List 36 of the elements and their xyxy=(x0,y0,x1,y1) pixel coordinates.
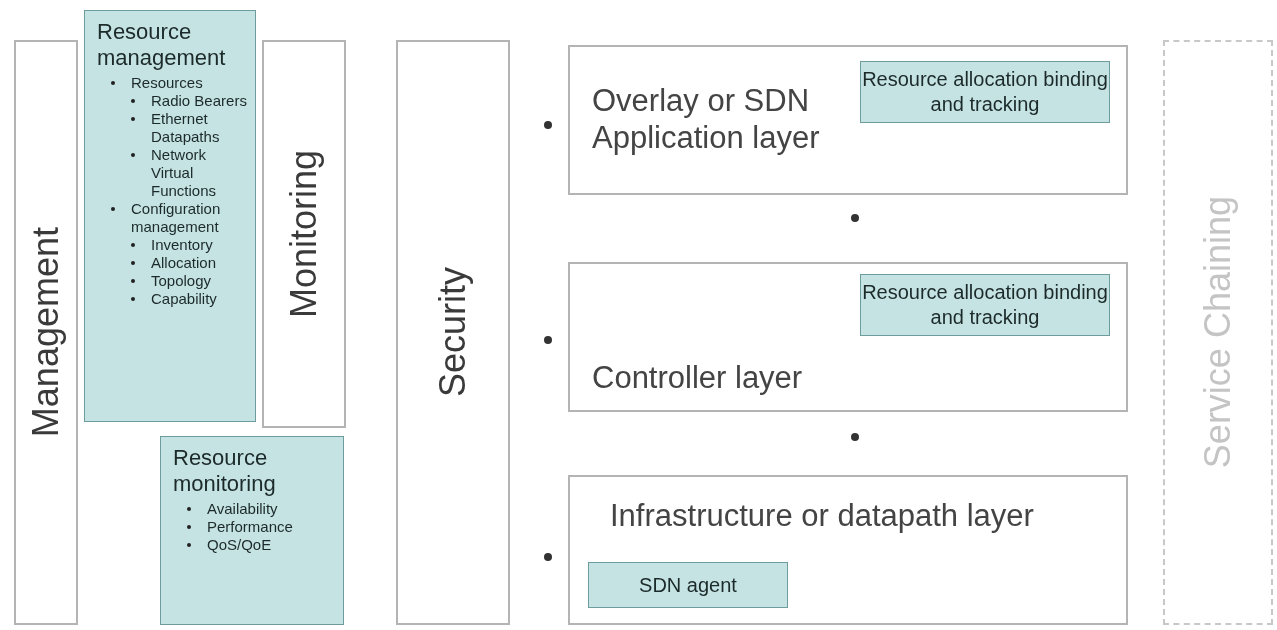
process-box xyxy=(860,274,1110,336)
list-item: Capability xyxy=(97,289,249,308)
info-box xyxy=(84,10,256,422)
column-box xyxy=(396,40,510,625)
info-box xyxy=(160,436,344,625)
column-box xyxy=(14,40,78,625)
layer-label: Infrastructure or datapath layer xyxy=(610,497,1035,535)
list-item: Inventory xyxy=(97,235,249,254)
box-label: SDN agent xyxy=(639,572,737,598)
list-item: Topology xyxy=(97,271,249,290)
process-box xyxy=(860,61,1110,123)
box-heading: Resource monitoring xyxy=(173,445,277,498)
list-item: QoS/QoE xyxy=(173,535,337,554)
list-item: Availability xyxy=(173,499,337,518)
list-item: Ethernet Datapaths xyxy=(97,109,249,146)
column-label: Monitoring xyxy=(283,149,325,319)
box-label: Resource allocation binding and tracking xyxy=(861,280,1109,330)
process-box xyxy=(588,562,788,608)
list-item: Resources xyxy=(97,73,249,92)
layer-box xyxy=(568,262,1128,412)
layer-box xyxy=(568,475,1128,625)
box-label: Resource allocation binding and tracking xyxy=(861,67,1109,117)
column-box xyxy=(1163,40,1273,625)
layer-box xyxy=(568,45,1128,195)
column-box xyxy=(262,40,346,428)
list-item: Radio Bearers xyxy=(97,91,249,110)
list-item: Allocation xyxy=(97,253,249,272)
list-item: Performance xyxy=(173,517,337,536)
list-item: Configuration management xyxy=(97,199,249,236)
box-heading: Resource management xyxy=(97,19,227,72)
layer-label: Overlay or SDN Application layer xyxy=(592,82,821,157)
list-item: Network Virtual Functions xyxy=(97,145,249,200)
column-label: Service Chaining xyxy=(1197,196,1239,469)
column-label: Management xyxy=(25,227,67,438)
layer-label: Controller layer xyxy=(592,359,804,397)
column-label: Security xyxy=(432,267,474,398)
